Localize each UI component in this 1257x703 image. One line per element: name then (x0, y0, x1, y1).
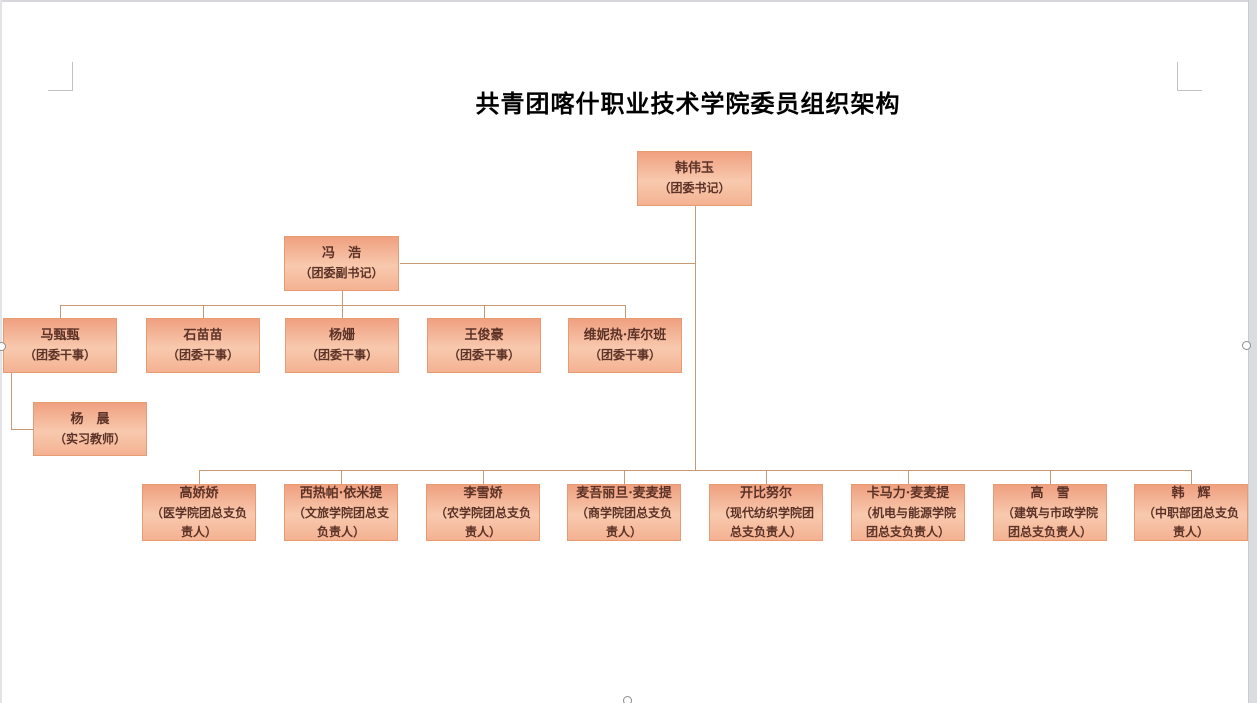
org-node-leader-5[interactable]: 开比努尔 （现代纺织学院团总支负责人） (709, 484, 823, 541)
node-name: 杨姗 (328, 328, 355, 344)
node-name: 卡马力·麦麦提 (866, 485, 950, 501)
connector-intern-vertical (11, 373, 12, 430)
node-name: 李雪娇 (463, 485, 503, 501)
page-title[interactable]: 共青团喀什职业技术学院委员组织架构 (475, 89, 901, 118)
connector-officer-drop-5 (625, 305, 626, 318)
page-top-edge (0, 0, 1257, 2)
connector-officer-drop-2 (203, 305, 204, 318)
connector-officers-horizontal (60, 305, 626, 306)
node-name: 韩 辉 (1171, 485, 1211, 501)
node-role: （实习教师） (53, 431, 126, 446)
org-node-officer-2[interactable]: 石苗苗 （团委干事） (146, 318, 260, 373)
connector-leader-drop-3 (483, 470, 484, 484)
org-node-leader-8[interactable]: 韩 辉 （中职部团总支负责人） (1134, 484, 1248, 541)
node-role: （团委干事） (23, 348, 96, 363)
node-role: （商学院团总支负责人） (575, 505, 672, 539)
org-node-leader-1[interactable]: 高娇娇 （医学院团总支负责人） (142, 484, 256, 541)
node-name: 西热帕·依米提 (299, 485, 383, 501)
org-node-officer-3[interactable]: 杨姗 （团委干事） (285, 318, 399, 373)
node-role: （机电与能源学院团总支负责人） (859, 505, 956, 539)
node-name: 马甄甄 (40, 328, 80, 344)
page-left-edge (0, 0, 2, 703)
node-role: （团委干事） (447, 348, 520, 363)
margin-mark-top-left-vertical (72, 62, 73, 90)
node-role: （团委书记） (658, 181, 731, 196)
node-role: （中职部团总支负责人） (1142, 505, 1239, 539)
connector-leader-drop-8 (1191, 470, 1192, 484)
org-node-leader-2[interactable]: 西热帕·依米提 （文旅学院团总支负责人） (284, 484, 398, 541)
canvas-handle-bottom[interactable] (623, 696, 632, 703)
margin-mark-top-left-horizontal (48, 90, 73, 91)
org-node-leader-6[interactable]: 卡马力·麦麦提 （机电与能源学院团总支负责人） (851, 484, 965, 541)
connector-secretary-vertical (695, 206, 696, 470)
connector-leader-drop-6 (908, 470, 909, 484)
connector-leaders-horizontal (199, 470, 1192, 471)
org-node-leader-3[interactable]: 李雪娇 （农学院团总支负责人） (426, 484, 540, 541)
org-node-officer-5[interactable]: 维妮热·库尔班 （团委干事） (568, 318, 682, 373)
org-node-deputy-secretary[interactable]: 冯 浩 （团委副书记） (284, 236, 399, 291)
org-node-officer-4[interactable]: 王俊豪 （团委干事） (427, 318, 541, 373)
connector-deputy-vertical (342, 291, 343, 305)
node-role: （文旅学院团总支负责人） (292, 505, 389, 539)
connector-officer-drop-1 (60, 305, 61, 318)
margin-mark-top-right-horizontal (1177, 90, 1202, 91)
canvas-handle-left[interactable] (0, 342, 6, 351)
connector-leader-drop-7 (1050, 470, 1051, 484)
node-name: 冯 浩 (321, 246, 361, 262)
page-right-edge (1248, 0, 1257, 703)
node-role: （团委干事） (588, 348, 661, 363)
node-name: 韩伟玉 (674, 161, 714, 177)
node-name: 石苗苗 (183, 328, 223, 344)
node-role: （农学院团总支负责人） (434, 505, 531, 539)
connector-leader-drop-4 (624, 470, 625, 484)
node-name: 麦吾丽旦·麦麦提 (576, 485, 672, 501)
connector-officer-drop-4 (484, 305, 485, 318)
org-node-leader-4[interactable]: 麦吾丽旦·麦麦提 （商学院团总支负责人） (567, 484, 681, 541)
connector-officer-drop-3 (342, 305, 343, 318)
connector-intern-horizontal (11, 429, 33, 430)
connector-leader-drop-5 (766, 470, 767, 484)
node-name: 高娇娇 (179, 485, 219, 501)
node-name: 高 雪 (1030, 485, 1070, 501)
connector-leader-drop-2 (341, 470, 342, 484)
node-role: （医学院团总支负责人） (150, 505, 247, 539)
node-role: （建筑与市政学院团总支负责人） (1001, 505, 1098, 539)
org-node-leader-7[interactable]: 高 雪 （建筑与市政学院团总支负责人） (993, 484, 1107, 541)
connector-leader-drop-1 (199, 470, 200, 484)
node-name: 维妮热·库尔班 (583, 328, 667, 344)
node-role: （团委干事） (305, 348, 378, 363)
org-node-secretary[interactable]: 韩伟玉 （团委书记） (637, 151, 752, 206)
node-name: 杨 晨 (70, 411, 110, 427)
org-node-intern-teacher[interactable]: 杨 晨 （实习教师） (33, 402, 147, 456)
node-role: （现代纺织学院团总支负责人） (717, 505, 814, 539)
node-role: （团委干事） (166, 348, 239, 363)
margin-mark-top-right-vertical (1177, 62, 1178, 90)
canvas-handle-right[interactable] (1242, 341, 1251, 350)
node-role: （团委副书记） (299, 266, 384, 281)
connector-deputy-horizontal (400, 263, 695, 264)
org-node-officer-1[interactable]: 马甄甄 （团委干事） (3, 318, 117, 373)
node-name: 开比努尔 (739, 485, 792, 501)
node-name: 王俊豪 (464, 328, 504, 344)
